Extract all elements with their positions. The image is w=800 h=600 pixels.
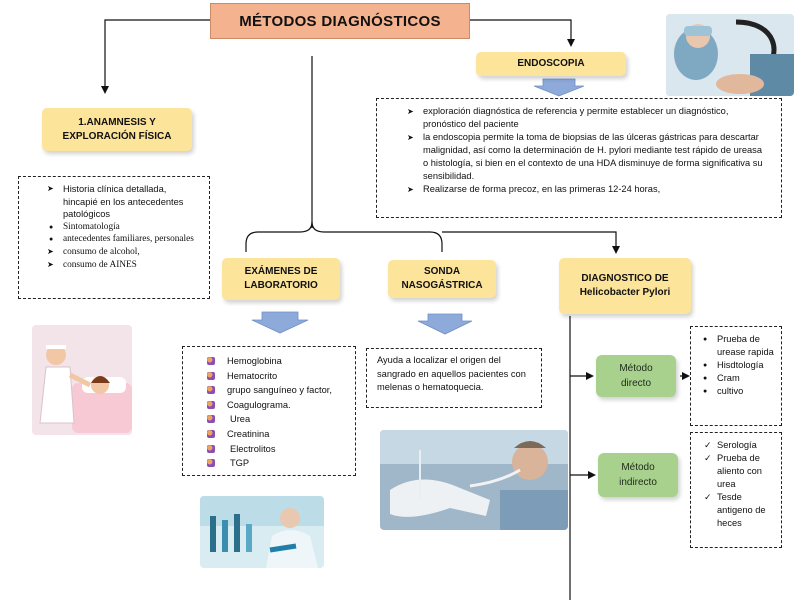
metodo-indirecto-box: Método indirecto	[598, 453, 678, 497]
sonda-text: Ayuda a localizar el origen del sangrado…	[377, 355, 526, 392]
helicobacter-heading-line1: DIAGNOSTICO DE	[581, 273, 669, 284]
laboratorio-item: Hematocrito	[207, 369, 349, 384]
endoscopia-item: Realizarse de forma precoz, en las prime…	[407, 183, 769, 196]
metodo-directo-item: cultivo	[703, 385, 775, 398]
laboratorio-heading: EXÁMENES DE LABORATORIO	[222, 258, 340, 300]
metodo-directo-list-box: Prueba de urease rapida Hisdtología Cram…	[690, 326, 782, 426]
helicobacter-heading: DIAGNOSTICO DE Helicobacter Pylori	[559, 258, 691, 314]
anamnesis-item: consumo de alcohol,	[47, 246, 201, 259]
lab-photo	[200, 496, 324, 568]
endoscopia-heading: ENDOSCOPIA	[476, 52, 626, 76]
laboratorio-list-box: Hemoglobina Hematocrito grupo sanguíneo …	[182, 346, 356, 476]
laboratorio-item: Hemoglobina	[207, 354, 349, 369]
metodo-indirecto-label: Método indirecto	[619, 462, 657, 488]
metodo-indirecto-list: Serología Prueba de aliento con urea Tes…	[704, 439, 775, 530]
anamnesis-heading: 1.ANAMNESIS Y EXPLORACIÓN FÍSICA	[42, 108, 192, 151]
anamnesis-list-box: Historia clínica detallada, hincapié en …	[18, 176, 210, 299]
metodo-indirecto-item: Serología	[704, 439, 775, 452]
metodo-directo-label: Método directo	[619, 363, 653, 389]
metodo-directo-box: Método directo	[596, 355, 676, 397]
metodo-indirecto-list-box: Serología Prueba de aliento con urea Tes…	[690, 432, 782, 548]
main-title-text: MÉTODOS DIAGNÓSTICOS	[239, 12, 441, 30]
metodo-directo-item: Hisdtología	[703, 359, 775, 372]
metodo-directo-list: Prueba de urease rapida Hisdtología Cram…	[703, 333, 775, 398]
laboratorio-heading-text: EXÁMENES DE LABORATORIO	[244, 266, 318, 291]
anamnesis-list: Historia clínica detallada, hincapié en …	[47, 183, 201, 272]
anamnesis-heading-text: 1.ANAMNESIS Y EXPLORACIÓN FÍSICA	[62, 116, 172, 142]
anamnesis-item: antecedentes familiares, personales	[49, 233, 201, 246]
endoscopia-item: exploración diagnóstica de referencia y …	[407, 105, 769, 131]
sonda-heading-text: SONDA NASOGÁSTRICA	[401, 266, 483, 291]
anamnesis-item: Sintomatología	[49, 221, 201, 234]
helicobacter-heading-line2: Helicobacter Pylori	[579, 287, 671, 298]
endoscopia-item: la endoscopia permite la toma de biopsia…	[407, 131, 769, 183]
sonda-text-box: Ayuda a localizar el origen del sangrado…	[366, 348, 542, 408]
endoscopia-list-box: exploración diagnóstica de referencia y …	[376, 98, 782, 218]
laboratorio-item: Coagulograma.	[207, 398, 349, 413]
anamnesis-item: Historia clínica detallada, hincapié en …	[47, 183, 201, 221]
anamnesis-item: consumo de AINES	[47, 259, 201, 272]
metodo-directo-item: Cram	[703, 372, 775, 385]
main-title: MÉTODOS DIAGNÓSTICOS	[210, 3, 470, 39]
metodo-indirecto-item: Tesde antigeno de heces	[704, 491, 775, 530]
laboratorio-item: Urea	[207, 412, 349, 427]
laboratorio-item: grupo sanguíneo y factor,	[207, 383, 349, 398]
endoscopy-photo	[666, 14, 794, 96]
endoscopia-list: exploración diagnóstica de referencia y …	[407, 105, 769, 196]
metodo-indirecto-item: Prueba de aliento con urea	[704, 452, 775, 491]
laboratorio-item: TGP	[207, 456, 349, 471]
endoscopia-heading-text: ENDOSCOPIA	[517, 58, 585, 69]
laboratorio-list: Hemoglobina Hematocrito grupo sanguíneo …	[207, 354, 349, 471]
metodo-directo-item: Prueba de urease rapida	[703, 333, 775, 359]
nurse-patient-illustration	[32, 325, 132, 435]
nasogastric-photo	[380, 430, 568, 530]
laboratorio-item: Creatinina	[207, 427, 349, 442]
sonda-heading: SONDA NASOGÁSTRICA	[388, 260, 496, 298]
laboratorio-item: Electrolitos	[207, 442, 349, 457]
